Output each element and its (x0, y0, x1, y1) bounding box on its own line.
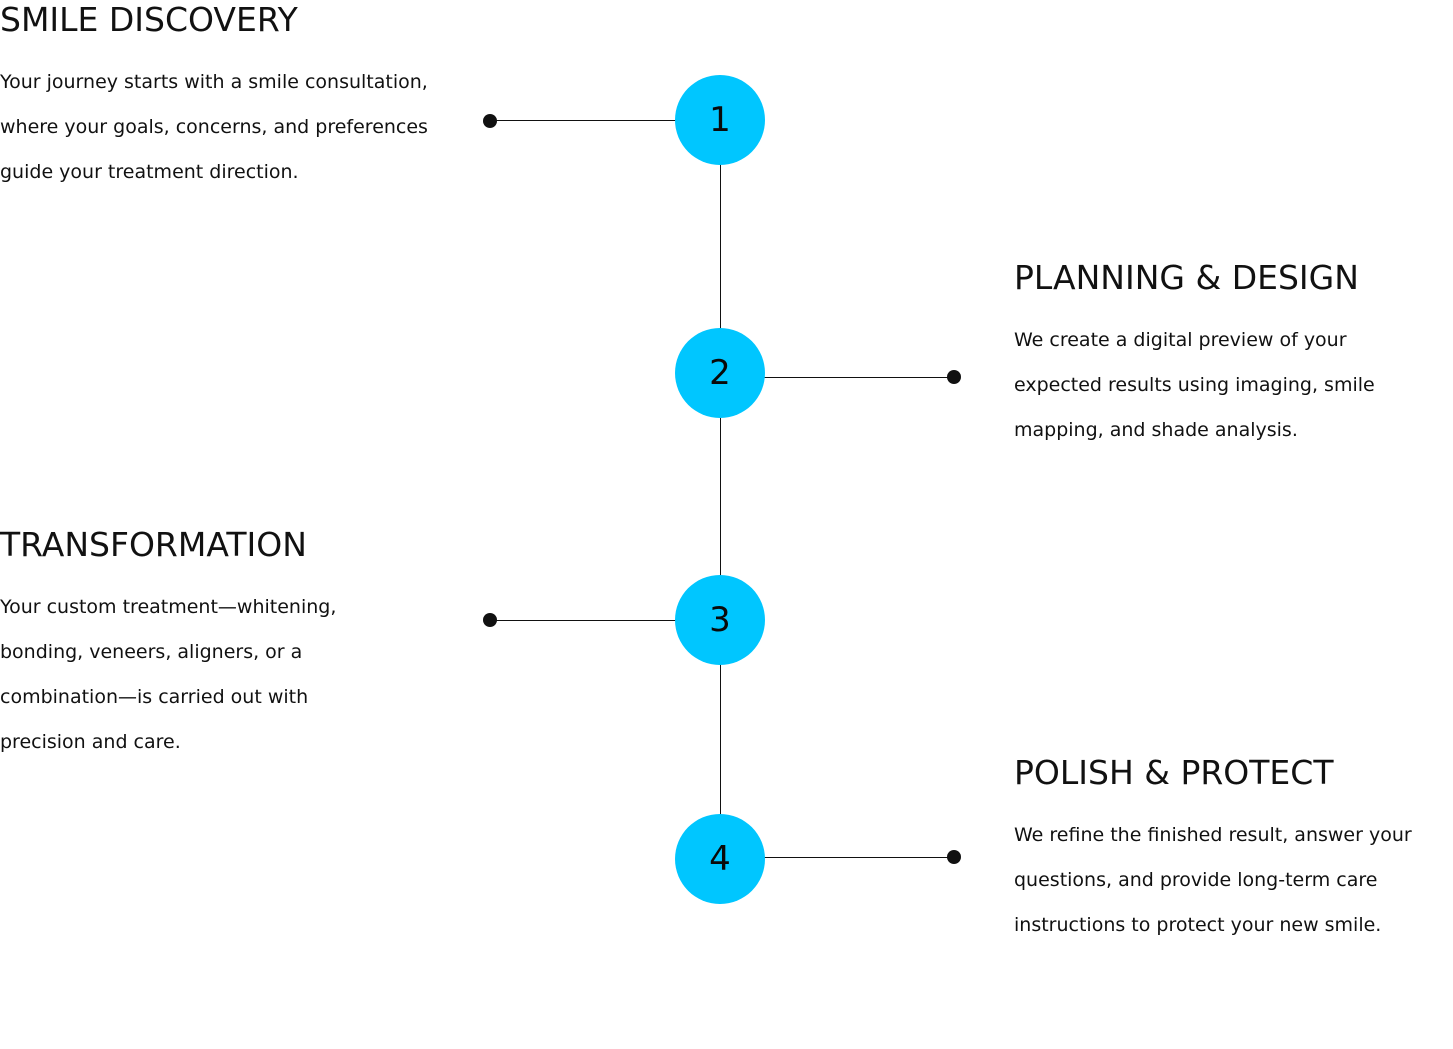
step-3-connector-dot (483, 613, 497, 627)
step-2-title: PLANNING & DESIGN (1014, 258, 1359, 297)
step-4-number: 4 (709, 839, 731, 879)
step-4-description: We refine the finished result, answer yo… (1014, 824, 1412, 936)
step-1-connector-dot (483, 114, 497, 128)
step-2-description: We create a digital preview of your expe… (1014, 329, 1375, 441)
step-4-connector-dot (947, 850, 961, 864)
step-1-title: SMILE DISCOVERY (0, 0, 298, 39)
step-4-connector (720, 857, 956, 858)
step-3-node: 3 (675, 575, 765, 665)
step-1-node: 1 (675, 75, 765, 165)
step-1-number: 1 (709, 100, 731, 140)
step-3-number: 3 (709, 600, 731, 640)
step-1-description: Your journey starts with a smile consult… (0, 71, 428, 183)
step-4-title: POLISH & PROTECT (1014, 753, 1334, 792)
step-4-node: 4 (675, 814, 765, 904)
step-2-number: 2 (709, 353, 731, 393)
step-1-text: SMILE DISCOVERY Your journey starts with… (0, 0, 440, 195)
step-3-connector (490, 620, 720, 621)
step-2-connector (720, 377, 956, 378)
step-2-connector-dot (947, 370, 961, 384)
step-2-node: 2 (675, 328, 765, 418)
step-3-description: Your custom treatment—whitening, bonding… (0, 596, 337, 753)
step-1-connector (490, 120, 720, 121)
step-2-text: PLANNING & DESIGN We create a digital pr… (1014, 258, 1450, 453)
step-3-text: TRANSFORMATION Your custom treatment—whi… (0, 525, 390, 765)
step-4-text: POLISH & PROTECT We refine the finished … (1014, 753, 1450, 948)
step-3-title: TRANSFORMATION (0, 525, 307, 564)
timeline-spine (720, 120, 721, 860)
